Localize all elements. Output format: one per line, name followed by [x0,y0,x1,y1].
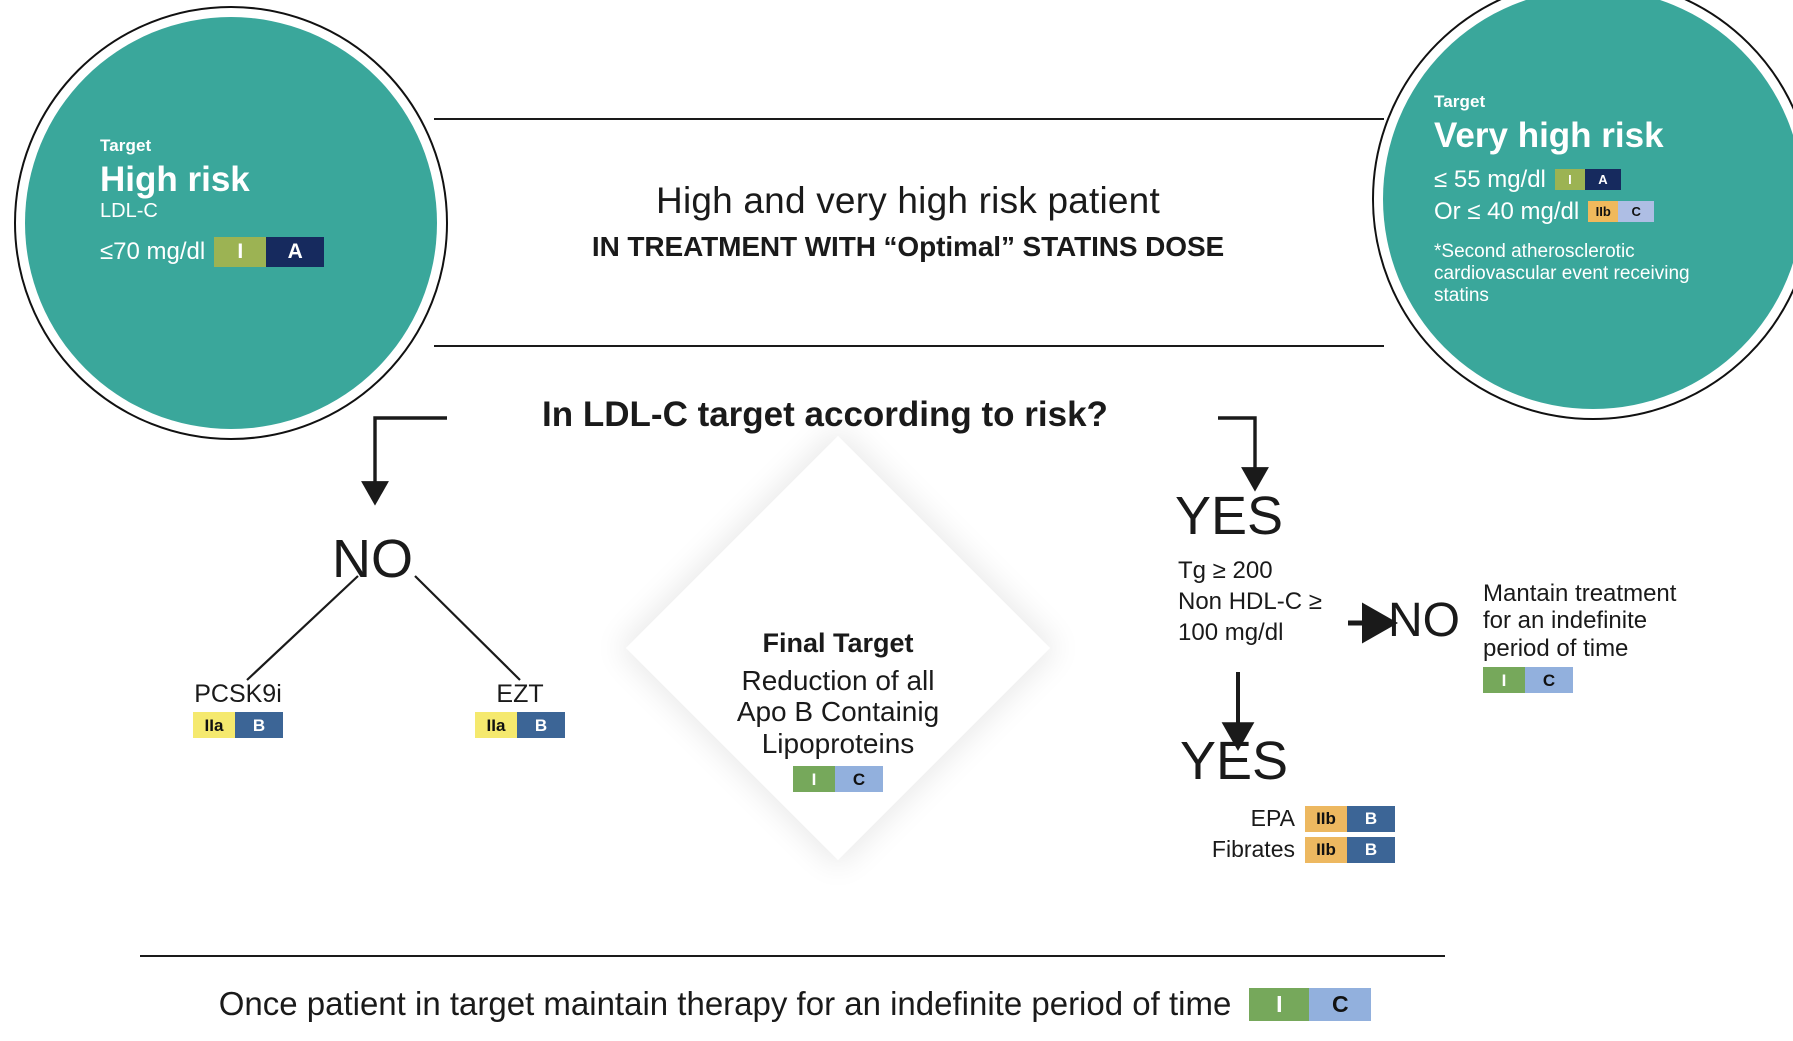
drug-pcsk9i-name: PCSK9i [194,680,282,708]
final-target-body-line-2: Apo B Containig [736,696,940,728]
very-high-risk-circle-fill [1383,0,1793,409]
badge-class: I [793,766,835,793]
right-branch-answer-yes: YES [1175,486,1284,546]
very-high-risk-target-label: Target [1434,92,1486,111]
therapy-fibrates-name: Fibrates [1211,836,1295,862]
very-high-risk-footnote: *Second atherosclerotic cardiovascular e… [1434,240,1690,306]
maintain-treatment-badge: I C [1483,667,1573,694]
badge-class: I [1483,667,1525,694]
final-target-body: Reduction of all Apo B Containig Lipopro… [683,665,993,759]
badge-class: IIb [1588,201,1619,223]
badge-class: IIb [1305,836,1347,863]
therapy-epa-badge: IIb B [1305,805,1395,832]
final-target-body-line-1: Reduction of all [741,665,935,696]
badge-level: B [235,712,283,738]
high-risk-subtitle: LDL-C [100,199,158,222]
final-target-body-line-3: Lipoproteins [761,727,915,759]
badge-class: IIa [193,712,235,738]
therapy-epa: EPA IIb B [1155,805,1395,832]
arrow-question-to-yes [1218,416,1269,492]
footer-block: Once patient in target maintain therapy … [140,985,1450,1023]
decision-question: In LDL-C target according to risk? [542,395,1108,434]
therapy-epa-name: EPA [1250,805,1295,831]
drug-ezt-name: EZT [496,680,544,708]
very-high-risk-value-primary: ≤ 55 mg/dl [1434,165,1546,193]
badge-level: B [517,712,565,738]
final-target-badge: I C [793,766,883,793]
footer-text: Once patient in target maintain therapy … [218,985,1232,1022]
arrow-no-to-ezt [414,575,521,681]
header-line-2: IN TREATMENT WITH “Optimal” STATINS DOSE [591,231,1225,262]
maintain-line-2: for an indefinite [1483,607,1648,635]
very-high-risk-title: Very high risk [1434,116,1664,155]
badge-level: B [1347,836,1395,863]
badge-level: A [1584,169,1621,191]
therapy-list: EPA IIb B Fibrates IIb B [1155,805,1395,867]
badge-level: C [835,766,883,793]
high-risk-evidence-badge: I A [214,236,325,267]
header-block: High and very high risk patient IN TREAT… [448,180,1368,263]
very-high-risk-evidence-badge-secondary: IIb C [1588,201,1655,223]
very-high-risk-evidence-badge-primary: I A [1554,169,1621,191]
drug-pcsk9i: PCSK9i IIa B [168,680,308,738]
therapy-fibrates-badge: IIb B [1305,836,1395,863]
arrow-question-to-no [361,416,447,506]
drug-ezt-badge: IIa B [475,712,565,738]
drug-pcsk9i-badge: IIa B [193,712,283,738]
footer-badge: I C [1249,987,1372,1021]
very-high-risk-circle: Target Very high risk ≤ 55 mg/dl I A Or … [1372,0,1793,420]
arrow-no-to-pcsk9i [246,575,359,681]
maintain-line-1: Mantain treatment [1483,580,1677,607]
connector-line-bottom [434,345,1384,347]
final-target-block: Final Target Reduction of all Apo B Cont… [683,628,993,793]
high-risk-circle-fill [25,17,437,429]
badge-class: I [214,236,267,267]
connector-line-top [434,118,1384,120]
maintain-treatment-block: Mantain treatment for an indefinite peri… [1483,580,1698,694]
badge-level: C [1525,667,1573,694]
right-branch-answer-no: NO [1388,594,1460,647]
left-branch-answer-no: NO [332,529,413,589]
high-risk-value: ≤70 mg/dl [100,237,206,265]
badge-class: I [1554,169,1585,191]
final-target-title: Final Target [762,628,914,658]
header-line-1: High and very high risk patient [656,180,1160,221]
very-high-risk-value-secondary: Or ≤ 40 mg/dl [1434,197,1580,225]
badge-level: A [266,236,325,267]
badge-level: C [1618,201,1655,223]
badge-class: IIb [1305,805,1347,832]
therapy-fibrates: Fibrates IIb B [1155,836,1395,863]
high-risk-target-label: Target [100,136,152,155]
badge-class: I [1249,987,1310,1021]
footer-divider [140,955,1445,957]
badge-class: IIa [475,712,517,738]
right-branch-second-yes: YES [1180,731,1289,791]
criteria-line-2: Non HDL-C ≥ [1178,588,1322,616]
criteria-line-3: 100 mg/dl [1178,619,1284,647]
badge-level: B [1347,805,1395,832]
drug-ezt: EZT IIa B [450,680,590,738]
badge-level: C [1309,987,1372,1021]
right-branch-criteria: Tg ≥ 200 Non HDL-C ≥ 100 mg/dl [1178,555,1358,649]
high-risk-circle: Target High risk LDL-C ≤70 mg/dl I A [14,6,448,440]
criteria-line-1: Tg ≥ 200 [1178,557,1273,584]
maintain-line-3: period of time [1483,634,1629,662]
high-risk-title: High risk [100,160,250,199]
